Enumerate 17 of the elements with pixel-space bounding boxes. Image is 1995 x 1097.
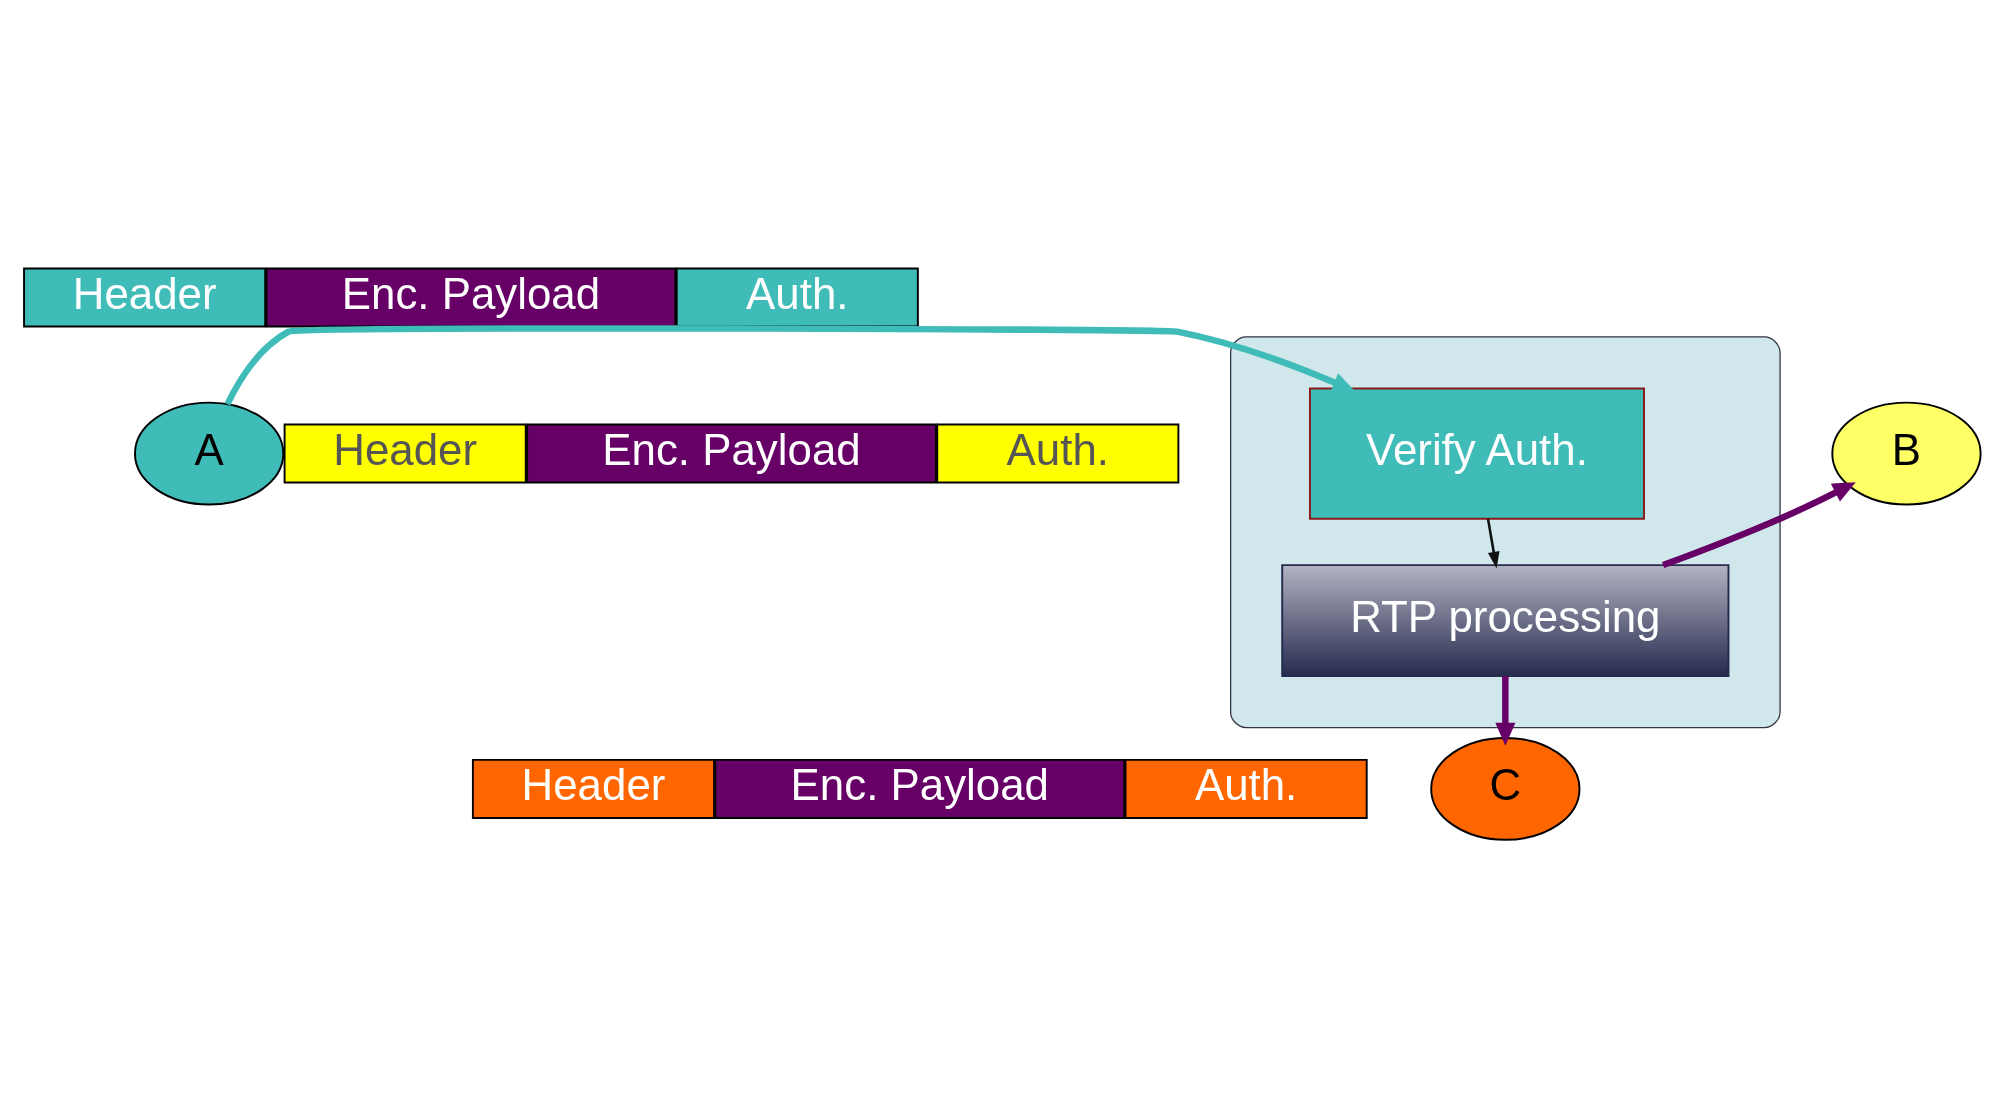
arrow [1486,518,1500,569]
node-box: Auth. [675,267,919,327]
node-box: Verify Auth. [1308,386,1645,520]
arrow [224,324,1356,406]
node-box: Auth. [936,423,1180,484]
node-ellipse: C [1430,736,1581,841]
node-box: Enc. Payload [526,423,937,484]
node-box: Header [283,423,527,484]
node-box: Auth. [1124,758,1368,819]
node-box: Header [23,267,267,327]
node-box: Enc. Payload [265,267,677,327]
node-ellipse: A [134,401,285,505]
arrow [1495,675,1516,746]
arrow [1662,481,1856,568]
node-box: RTP processing [1281,563,1730,677]
node-box: Header [471,758,716,819]
node-box: Enc. Payload [714,758,1126,819]
